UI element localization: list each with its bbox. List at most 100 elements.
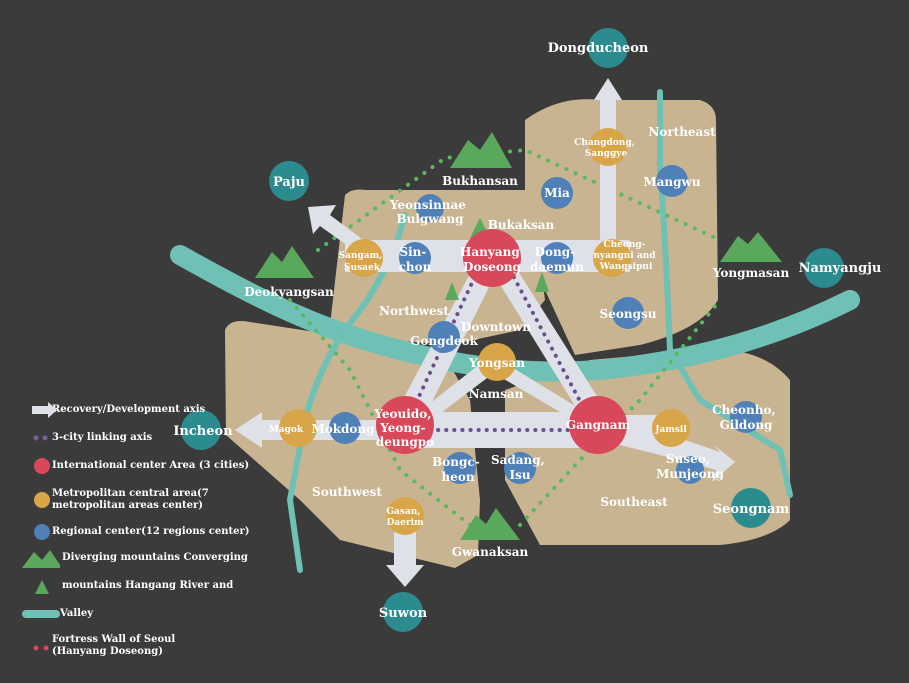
legend-circle-blue-icon (22, 522, 60, 542)
intl-hanyang-doseong (463, 229, 521, 287)
metro-yongsan (478, 343, 516, 381)
legend-item-metropolitan: Metropolitan central area(7 metropolitan… (22, 486, 222, 514)
regional-seongsu (612, 297, 644, 329)
label-northeast: Northeast (648, 125, 716, 139)
label-sadang: Sadang, Isu (491, 453, 549, 482)
axis-south-arrow (386, 530, 424, 587)
mountain-namsan-small (535, 272, 549, 292)
regional-sinchon (399, 242, 431, 274)
legend-text: Regional center(12 regions center) (52, 526, 250, 537)
regional-yeonsinnae (416, 194, 444, 222)
legend-small-mountain-icon (22, 576, 60, 596)
legend-text: Metropolitan central area(7 metropolitan… (52, 488, 209, 511)
city-seongnam (731, 488, 771, 528)
metro-gasan (386, 497, 424, 535)
label-gongdeok: Gongdeok (410, 334, 478, 348)
label-incheon: Incheon (173, 424, 233, 439)
regional-labels: Mia Mangwu Yeonsinnae Bulgwang Sin- chon… (311, 175, 775, 484)
legend-river-icon (22, 604, 60, 624)
axis-yongsan-right (492, 360, 590, 425)
legend-item-development-axis: Recovery/Development axis (22, 400, 205, 420)
metro-magok (279, 409, 317, 447)
metro-changdong (589, 128, 627, 166)
label-mangwu: Mangwu (643, 175, 701, 189)
legend-text: mountains Hangang River and (62, 580, 234, 591)
regional-mangwu (656, 165, 688, 197)
intl-yeouido (376, 396, 434, 454)
outer-city-labels: Dongducheon Paju Namyangju Incheon Seong… (173, 41, 881, 621)
city-namyangju (804, 248, 844, 288)
legend-mountain-icon (22, 548, 62, 568)
legend-item-mountain-big: Diverging mountains Converging (22, 548, 248, 568)
label-sinchon: Sin- chon (399, 245, 432, 274)
legend-item-mountain-small: mountains Hangang River and (22, 576, 233, 596)
legend-item-international: International center Area (3 cities) (22, 456, 249, 476)
intl-labels: Hanyang Doseong Yeouido, Yeong- deungpo … (373, 245, 630, 449)
label-suseo: Suseo, Munjeong (656, 452, 724, 481)
intl-gangnam (569, 396, 627, 454)
legend-dots-red-icon (22, 634, 60, 654)
label-sangam: Sangam, Susaek (339, 251, 386, 273)
regional-mia (541, 177, 573, 209)
label-jamsil: Jamsil (654, 425, 687, 435)
label-gasan: Gasan, Daerim (386, 507, 424, 528)
regional-centers (329, 165, 762, 484)
legend-arrow-icon (22, 400, 60, 420)
label-magok: Magok (269, 425, 304, 435)
label-changdong: Changdong, Sanggye (574, 138, 638, 159)
label-dongducheon: Dongducheon (548, 41, 649, 56)
mountain-gwanaksan (460, 508, 520, 540)
city-suwon (383, 592, 423, 632)
legend-item-linking-axis: 3-city linking axis (22, 428, 152, 448)
metro-sangam (345, 239, 383, 277)
label-namsan: Namsan (469, 387, 524, 401)
axis-yongsan-left (415, 360, 495, 425)
label-hanyang: Hanyang Doseong (460, 245, 524, 274)
label-namyangju: Namyangju (799, 261, 882, 276)
city-paju (269, 161, 309, 201)
axis-north-arrow (594, 78, 622, 255)
city-incheon (181, 410, 221, 450)
label-suwon: Suwon (379, 606, 428, 621)
mountain-yongmasan (720, 232, 782, 262)
label-mia: Mia (544, 186, 570, 200)
label-yeouido: Yeouido, Yeong- deungpo (373, 407, 435, 449)
outer-cities (181, 28, 844, 632)
legend-text: Fortress Wall of Seoul (Hanyang Doseong) (52, 634, 176, 657)
mountain-labels: Bukhansan Bukaksan Deokyangsan Yongmasan… (244, 174, 789, 559)
label-seongnam: Seongnam (713, 502, 790, 517)
label-gangnam: Gangnam (566, 418, 631, 432)
mountain-bukhansan (450, 132, 512, 168)
label-northwest: Northwest (379, 304, 449, 318)
label-paju: Paju (273, 175, 305, 190)
legend-text: International center Area (3 cities) (52, 460, 250, 471)
metro-cheongnyangni (593, 239, 631, 277)
legend-circle-yellow-icon (22, 490, 60, 510)
legend-item-river: Valley (22, 604, 93, 624)
area-labels: Northeast Northwest Downtown Southwest S… (312, 125, 716, 509)
legend-text: Diverging mountains Converging (62, 552, 248, 563)
label-mokdong: Mokdong (311, 422, 375, 436)
label-yongmasan: Yongmasan (712, 266, 790, 280)
metro-jamsil (652, 409, 690, 447)
label-cheongnyangni: Cheong- nyangni and Wangsipni (593, 240, 658, 272)
mountain-deokyangsan (255, 246, 314, 278)
regional-sadang (504, 452, 536, 484)
legend-item-fortress: Fortress Wall of Seoul (Hanyang Doseong) (22, 634, 202, 662)
axis-triangle-right (488, 255, 612, 430)
regional-cheonho (730, 401, 762, 433)
regional-bongcheon (444, 452, 476, 484)
metro-labels: Changdong, Sanggye Sangam, Susaek Cheong… (269, 138, 687, 528)
regional-mokdong (329, 412, 361, 444)
label-seongsu: Seongsu (600, 307, 657, 321)
label-deokyangsan: Deokyangsan (244, 285, 334, 299)
label-bukaksan: Bukaksan (488, 218, 555, 232)
regional-gongdeok (428, 321, 460, 353)
mountain-north-small (445, 282, 459, 300)
metropolitan-centers (279, 128, 690, 535)
label-bukhansan: Bukhansan (442, 174, 518, 188)
label-gwanaksan: Gwanaksan (452, 545, 529, 559)
label-southwest: Southwest (312, 485, 382, 499)
label-yongsan: Yongsan (468, 356, 525, 370)
